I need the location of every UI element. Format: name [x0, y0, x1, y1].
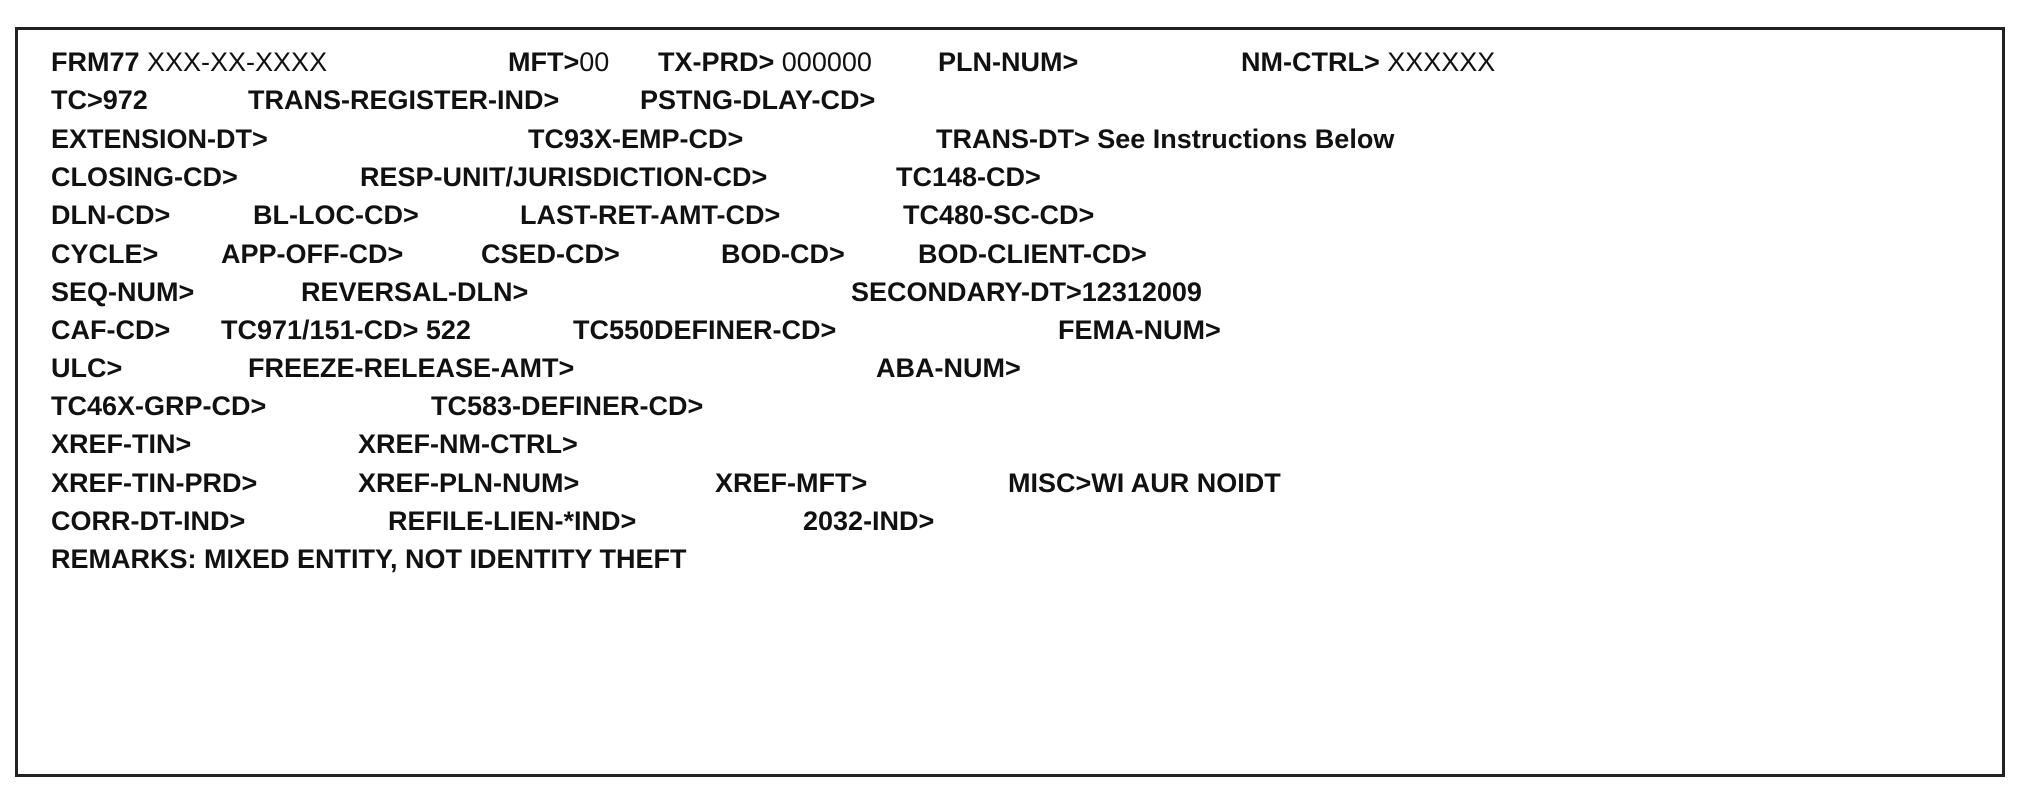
field-tc583-definer-cd[interactable]: TC583-DEFINER-CD> — [431, 391, 704, 421]
trans-dt-value[interactable]: See Instructions Below — [1089, 124, 1395, 154]
field-fema-num[interactable]: FEMA-NUM> — [1058, 315, 1221, 345]
field-resp-unit[interactable]: RESP-UNIT/JURISDICTION-CD> — [360, 162, 768, 192]
field-last-ret-amt-cd[interactable]: LAST-RET-AMT-CD> — [520, 200, 781, 230]
field-pln-num[interactable]: PLN-NUM> — [938, 45, 1078, 79]
field-xref-mft[interactable]: XREF-MFT> — [715, 468, 868, 498]
remarks-value[interactable]: MIXED ENTITY, NOT IDENTITY THEFT — [196, 544, 687, 574]
field-misc: MISC>WI AUR NOIDT — [1008, 466, 1281, 500]
field-2032-ind[interactable]: 2032-IND> — [803, 506, 935, 536]
field-tc971-151-cd: TC971/151-CD> 522 — [221, 313, 471, 347]
field-csed-cd[interactable]: CSED-CD> — [481, 239, 620, 269]
field-bod-client-cd[interactable]: BOD-CLIENT-CD> — [918, 239, 1147, 269]
field-freeze-release-amt[interactable]: FREEZE-RELEASE-AMT> — [248, 353, 575, 383]
field-pstng-dlay-cd[interactable]: PSTNG-DLAY-CD> — [640, 85, 876, 115]
nm-ctrl-value[interactable]: XXXXXX — [1379, 47, 1496, 77]
mft-value[interactable]: 00 — [579, 47, 610, 77]
field-closing-cd[interactable]: CLOSING-CD> — [51, 162, 238, 192]
field-label: MISC> — [1008, 468, 1092, 498]
field-label: NM-CTRL> — [1241, 47, 1380, 77]
field-aba-num[interactable]: ABA-NUM> — [876, 353, 1021, 383]
terminal-screen: FRM77 XXX-XX-XXXX MFT>00 TX-PRD> 000000 … — [15, 27, 2005, 777]
field-label: REMARKS: — [51, 544, 197, 574]
field-caf-cd[interactable]: CAF-CD> — [51, 315, 171, 345]
field-xref-tin[interactable]: XREF-TIN> — [51, 429, 192, 459]
field-bl-loc-cd[interactable]: BL-LOC-CD> — [253, 200, 419, 230]
tc971-value[interactable]: 522 — [418, 315, 471, 345]
field-mft: MFT>00 — [508, 45, 609, 79]
field-app-off-cd[interactable]: APP-OFF-CD> — [221, 239, 404, 269]
field-bod-cd[interactable]: BOD-CD> — [721, 239, 845, 269]
tin-value[interactable]: XXX-XX-XXXX — [139, 47, 328, 77]
field-tc93x-emp-cd[interactable]: TC93X-EMP-CD> — [528, 124, 744, 154]
field-frm77: FRM77 XXX-XX-XXXX — [51, 45, 327, 79]
field-xref-nm-ctrl[interactable]: XREF-NM-CTRL> — [358, 429, 578, 459]
tx-prd-value[interactable]: 000000 — [774, 47, 872, 77]
field-tc550definer-cd[interactable]: TC550DEFINER-CD> — [573, 315, 837, 345]
field-nm-ctrl: NM-CTRL> XXXXXX — [1241, 45, 1495, 79]
field-label: PLN-NUM> — [938, 47, 1079, 77]
field-ulc[interactable]: ULC> — [51, 353, 123, 383]
field-trans-register-ind[interactable]: TRANS-REGISTER-IND> — [248, 85, 560, 115]
field-label: FRM77 — [51, 47, 140, 77]
field-label: SECONDARY-DT> — [851, 277, 1082, 307]
field-tc46x-grp-cd[interactable]: TC46X-GRP-CD> — [51, 391, 267, 421]
field-refile-lien-ind[interactable]: REFILE-LIEN-*IND> — [388, 506, 637, 536]
field-label: TRANS-DT> — [936, 124, 1090, 154]
field-tx-prd: TX-PRD> 000000 — [658, 45, 872, 79]
field-tc480-sc-cd[interactable]: TC480-SC-CD> — [903, 200, 1095, 230]
field-secondary-dt: SECONDARY-DT>12312009 — [851, 275, 1202, 309]
field-tc148-cd[interactable]: TC148-CD> — [896, 162, 1041, 192]
secondary-dt-value[interactable]: 12312009 — [1081, 277, 1202, 307]
field-tc[interactable]: TC>972 — [51, 85, 148, 115]
field-reversal-dln[interactable]: REVERSAL-DLN> — [301, 277, 529, 307]
field-extension-dt[interactable]: EXTENSION-DT> — [51, 124, 268, 154]
field-xref-tin-prd[interactable]: XREF-TIN-PRD> — [51, 468, 258, 498]
field-label: TC971/151-CD> — [221, 315, 419, 345]
misc-value[interactable]: WI AUR NOIDT — [1091, 468, 1281, 498]
field-xref-pln-num[interactable]: XREF-PLN-NUM> — [358, 468, 580, 498]
field-seq-num[interactable]: SEQ-NUM> — [51, 277, 195, 307]
field-trans-dt: TRANS-DT> See Instructions Below — [936, 122, 1394, 156]
field-cycle[interactable]: CYCLE> — [51, 239, 159, 269]
field-corr-dt-ind[interactable]: CORR-DT-IND> — [51, 506, 246, 536]
field-dln-cd[interactable]: DLN-CD> — [51, 200, 171, 230]
field-remarks: REMARKS: MIXED ENTITY, NOT IDENTITY THEF… — [51, 542, 687, 576]
field-label: TX-PRD> — [658, 47, 775, 77]
field-label: MFT> — [508, 47, 580, 77]
